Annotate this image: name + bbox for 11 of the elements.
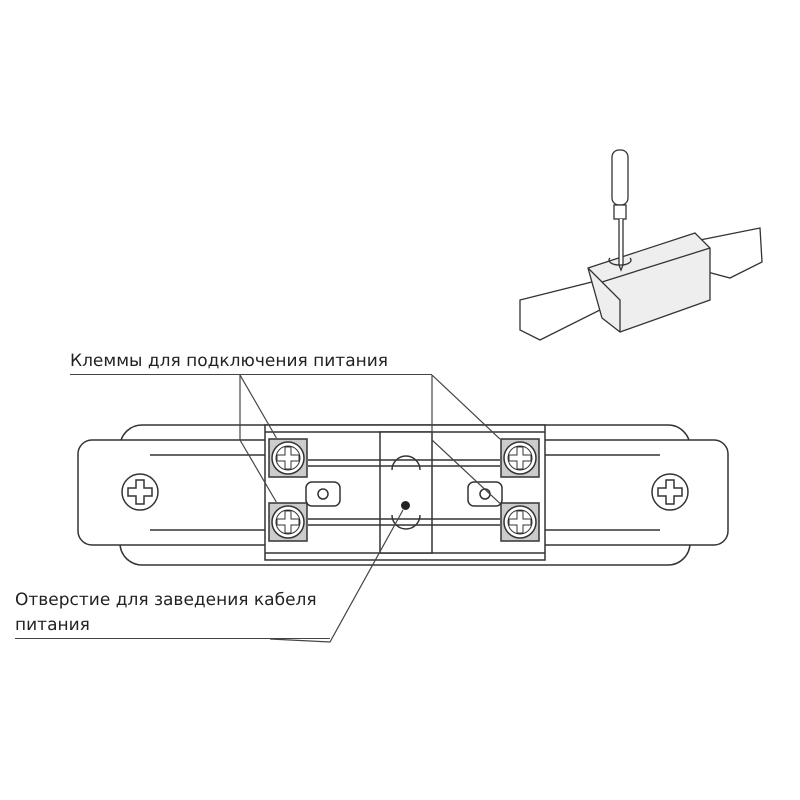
leader-line <box>432 374 500 440</box>
leader-line <box>270 510 404 643</box>
callout-text: Отверстие для заведения кабеля питания <box>15 588 330 639</box>
leader-line <box>239 374 277 438</box>
leader-line <box>431 375 500 504</box>
screw-terminal <box>268 438 308 478</box>
screw-terminal <box>500 502 540 542</box>
callout-text: Клеммы для подключения питания <box>70 349 432 375</box>
leader-line <box>239 375 277 502</box>
screw-terminal <box>268 502 308 542</box>
screw-terminal <box>500 438 540 478</box>
